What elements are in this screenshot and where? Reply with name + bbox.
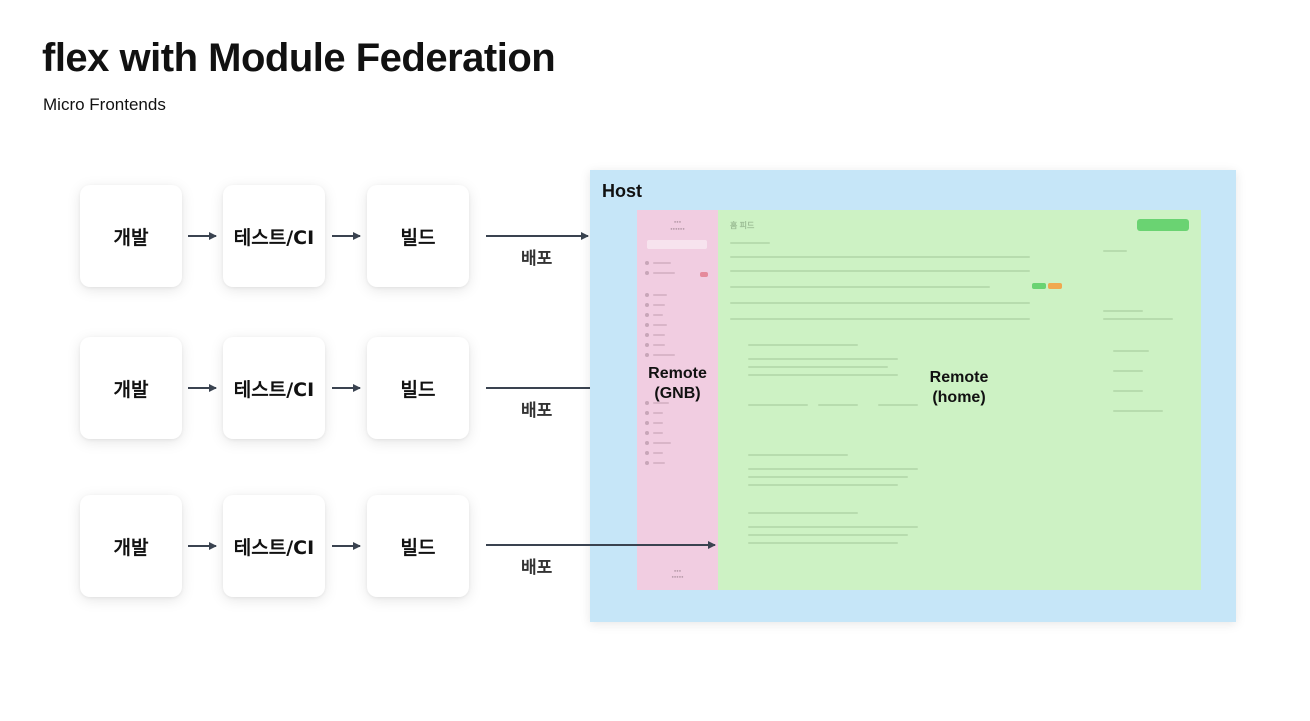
placeholder-line — [748, 366, 888, 368]
test-ci-step-2: 테스트/CI — [223, 337, 325, 439]
placeholder-line — [748, 476, 908, 478]
gnb-item — [645, 420, 709, 426]
deploy-label-3: 배포 — [521, 558, 553, 578]
placeholder-line — [748, 374, 898, 376]
gnb-item — [645, 400, 709, 406]
placeholder-line — [1103, 310, 1143, 312]
placeholder-line — [748, 484, 898, 486]
gnb-item — [645, 460, 709, 466]
placeholder-line — [1103, 318, 1173, 320]
placeholder-line — [1113, 350, 1149, 352]
status-chip — [1048, 283, 1062, 289]
placeholder-line — [748, 344, 858, 346]
deploy-label-2: 배포 — [521, 401, 553, 421]
status-chip — [1032, 283, 1046, 289]
build-step-3: 빌드 — [367, 495, 469, 597]
home-title: 홈 피드 — [730, 221, 755, 230]
gnb-item — [645, 260, 709, 266]
placeholder-line — [748, 526, 918, 528]
gnb-item — [645, 332, 709, 338]
placeholder-line — [878, 404, 918, 406]
test-ci-step-1: 테스트/CI — [223, 185, 325, 287]
gnb-item — [645, 312, 709, 318]
gnb-item — [645, 450, 709, 456]
build-step-2: 빌드 — [367, 337, 469, 439]
remote-home-label: Remote (home) — [908, 368, 1010, 408]
gnb-item — [645, 352, 709, 358]
dev-step-3: 개발 — [80, 495, 182, 597]
gnb-item — [645, 440, 709, 446]
placeholder-line — [1113, 390, 1143, 392]
placeholder-line — [730, 242, 770, 244]
placeholder-line — [748, 358, 898, 360]
placeholder-line — [748, 454, 848, 456]
remote-home-label-line1: Remote — [929, 369, 989, 386]
page-subtitle: Micro Frontends — [43, 95, 166, 114]
dev-step-2: 개발 — [80, 337, 182, 439]
gnb-item — [645, 430, 709, 436]
remote-gnb-label: Remote (GNB) — [637, 364, 718, 404]
home-primary-button — [1137, 219, 1189, 231]
gnb-item — [645, 342, 709, 348]
placeholder-line — [730, 270, 1030, 272]
remote-gnb-label-line2: (GNB) — [654, 385, 701, 402]
gnb-user-placeholder: ●●●●●●●●● — [670, 219, 685, 231]
gnb-item — [645, 410, 709, 416]
placeholder-line — [730, 256, 1030, 258]
gnb-item — [645, 302, 709, 308]
notification-badge — [700, 272, 708, 277]
placeholder-line — [748, 404, 808, 406]
remote-gnb-label-line1: Remote — [648, 365, 707, 382]
placeholder-line — [1103, 250, 1127, 252]
gnb-item — [645, 270, 709, 276]
placeholder-line — [1113, 370, 1143, 372]
placeholder-line — [730, 318, 1030, 320]
placeholder-line — [818, 404, 858, 406]
placeholder-line — [1113, 410, 1163, 412]
host-label: Host — [602, 181, 642, 201]
dev-step-1: 개발 — [80, 185, 182, 287]
placeholder-line — [748, 542, 898, 544]
placeholder-line — [748, 512, 858, 514]
build-step-1: 빌드 — [367, 185, 469, 287]
gnb-item — [645, 322, 709, 328]
placeholder-line — [748, 534, 908, 536]
gnb-item — [645, 292, 709, 298]
test-ci-step-3: 테스트/CI — [223, 495, 325, 597]
gnb-footer-placeholder: ●●●●●●●● — [671, 568, 684, 579]
gnb-button-placeholder — [647, 240, 707, 249]
placeholder-line — [730, 302, 1030, 304]
remote-home-label-line2: (home) — [932, 389, 986, 406]
placeholder-line — [748, 468, 918, 470]
deploy-label-1: 배포 — [521, 249, 553, 269]
placeholder-line — [730, 286, 990, 288]
remote-gnb-region: ●●●●●●●●● ●●●●●●●● — [637, 210, 718, 590]
page-title: flex with Module Federation — [42, 36, 556, 80]
remote-home-region: 홈 피드 — [718, 210, 1201, 590]
